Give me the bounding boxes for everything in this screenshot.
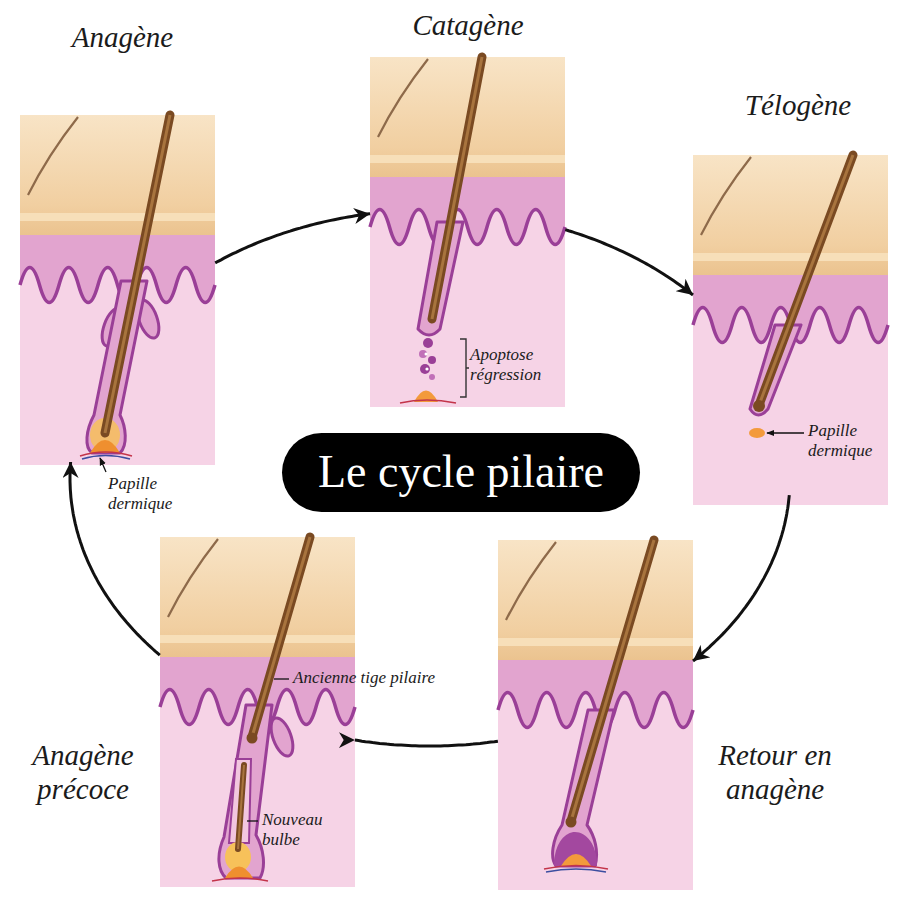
early-anagen-panel — [160, 537, 355, 887]
title-pill: Le cycle pilaire — [282, 433, 640, 512]
stage-name: Retour en anagène — [700, 738, 850, 806]
stage-panel: Anagène — [20, 115, 215, 462]
stage-name: Anagène précoce — [8, 738, 158, 806]
cycle-arrow — [693, 495, 789, 661]
leader-line — [247, 820, 258, 821]
callout-label: Ancienne tige pilaire — [293, 668, 493, 688]
callout-label: Papille dermique — [108, 474, 188, 513]
leader-line — [274, 678, 289, 679]
catagen-panel — [370, 57, 565, 407]
telogen-panel — [693, 155, 888, 505]
stage-panel: Catagène — [370, 57, 565, 408]
cycle-arrow — [355, 740, 498, 746]
return-anagen-panel — [498, 540, 693, 890]
anagen-panel — [20, 115, 215, 465]
callout-label: Nouveau bulbe — [262, 810, 344, 849]
leader-arrow — [767, 432, 804, 433]
stage-panel: Anagène précoce — [160, 537, 355, 885]
stage-name: Catagène — [388, 8, 548, 42]
leader-arrow — [100, 458, 106, 472]
stage-name: Anagène — [45, 20, 200, 54]
callout-label: Papille dermique — [808, 421, 888, 460]
cycle-arrow — [215, 214, 370, 263]
callout-label: Apoptose régression — [470, 345, 565, 384]
stage-name: Télogène — [718, 88, 878, 122]
stage-panel: Retour en anagène — [498, 540, 693, 885]
cycle-arrow — [565, 230, 693, 295]
